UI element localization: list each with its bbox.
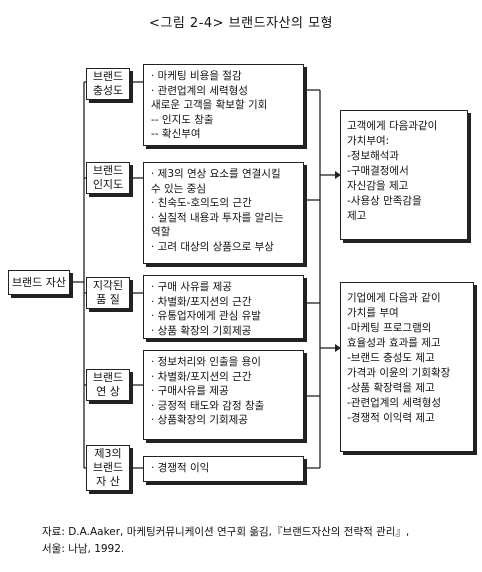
benefit-list-awareness: · 제3의 연상 요소를 연결시킬 수 있는 중심· 친숙도-호의도의 근간· … xyxy=(143,162,304,264)
component-label-loyalty: 브랜드 충성도 xyxy=(86,68,130,100)
component-label-associations: 브랜드 연 상 xyxy=(86,369,130,401)
component-label-perceived-quality: 지각된 품 질 xyxy=(86,277,130,309)
component-label-awareness: 브랜드 인지도 xyxy=(86,162,130,194)
benefit-item: 새로운 고객을 확보할 기회 xyxy=(151,99,268,112)
benefit-item: · 정보처리와 인출을 용이 xyxy=(151,356,261,368)
benefit-item: -- 인지도 창출 xyxy=(151,113,214,126)
benefit-list-perceived-quality: · 구매 사유를 제공 · 차별화/포지션의 근간 · 유통업자에게 관심 유발· … xyxy=(143,275,304,339)
root-node-brand-equity: 브랜드 자산 xyxy=(8,270,70,295)
benefit-item: · 구매 사유를 제공 xyxy=(151,281,232,293)
value-box-firm: 기업에게 다음과 같이 가치를 부여 -마케팅 프로그램의 효율성과 효과를 제… xyxy=(340,282,474,452)
benefit-item: · 경쟁적 이익 xyxy=(151,462,210,474)
benefit-item: · 상품확장의 기회제공 xyxy=(151,414,248,427)
benefit-item: · 상품 확장의 기회제공 xyxy=(151,324,252,337)
benefit-item: · 고려 대상의 상품으로 부상 xyxy=(151,240,274,253)
value-box-customer: 고객에게 다음과같이 가치부여: -정보해석과 -구매결정에서 자신감을 제고 … xyxy=(340,110,468,240)
benefit-list-loyalty: · 마케팅 비용을 절감· 관련업계의 세력형성 새로운 고객을 확보할 기회 … xyxy=(143,64,304,146)
benefit-item: · 제3의 연상 요소를 연결시킬 수 있는 중심 xyxy=(151,168,281,195)
benefit-item: · 차별화/포지션의 근간 xyxy=(151,295,252,308)
benefit-item: · 마케팅 비용을 절감 xyxy=(151,70,242,82)
benefit-item: · 차별화/포지션의 근간 xyxy=(151,370,252,383)
benefit-item: · 관련업계의 세력형성 xyxy=(151,84,248,97)
benefit-item: · 친숙도-호의도의 근간 xyxy=(151,197,252,210)
benefit-item: · 구매사유를 제공 xyxy=(151,385,229,398)
source-citation: 자료: D.A.Aaker, 마케팅커뮤니케이션 연구회 옮김,『브랜드자산의 … xyxy=(42,526,410,555)
component-label-other-assets: 제3의 브랜드 자 산 xyxy=(86,445,130,491)
benefit-item: · 긍정적 태도와 감정 창출 xyxy=(151,399,265,412)
benefit-list-associations: · 정보처리와 인출을 용이 · 차별화/포지션의 근간 · 구매사유를 제공· 긍… xyxy=(143,350,304,440)
benefit-list-other-assets: · 경쟁적 이익 xyxy=(143,456,304,482)
benefit-item: -- 확신부여 xyxy=(151,128,201,141)
benefit-item: · 실질적 내용과 투자를 알리는 역할 xyxy=(151,211,284,239)
benefit-item: · 유통업자에게 관심 유발 xyxy=(151,310,261,323)
figure-title: <그림 2-4> 브랜드자산의 모형 xyxy=(148,16,333,31)
